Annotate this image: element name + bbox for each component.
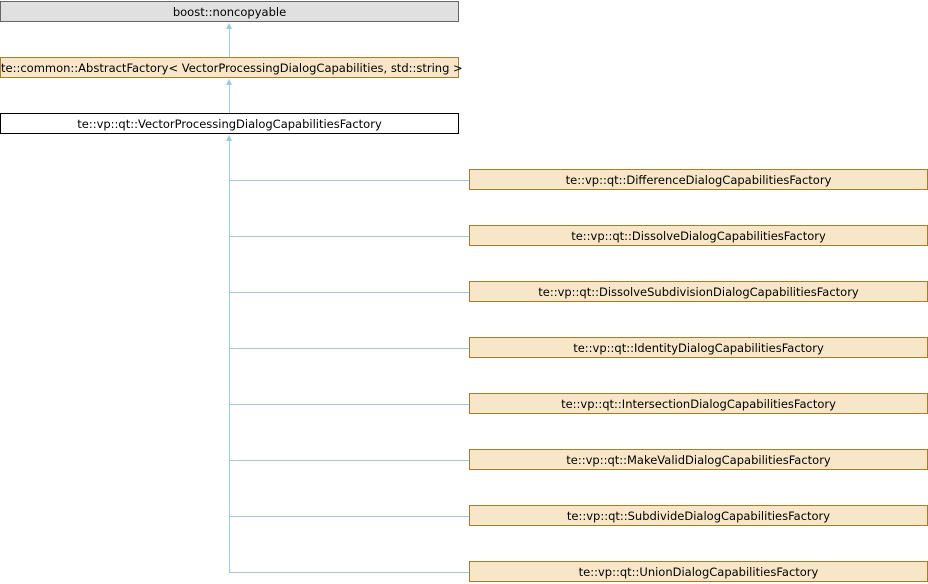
- inheritance-edge: [229, 404, 469, 405]
- inheritance-edge: [229, 28, 230, 57]
- arrow-head-icon: [226, 23, 232, 29]
- class-node-abstract-factory[interactable]: te::common::AbstractFactory< VectorProce…: [0, 57, 463, 78]
- inheritance-edge: [229, 180, 469, 181]
- class-node-derived[interactable]: te::vp::qt::MakeValidDialogCapabilitiesF…: [469, 449, 928, 470]
- class-node-derived[interactable]: te::vp::qt::IntersectionDialogCapabiliti…: [469, 393, 928, 414]
- class-node-derived[interactable]: te::vp::qt::DissolveSubdivisionDialogCap…: [469, 281, 928, 302]
- class-node-derived[interactable]: te::vp::qt::UnionDialogCapabilitiesFacto…: [469, 561, 928, 582]
- class-node-boost-noncopyable[interactable]: boost::noncopyable: [0, 1, 459, 22]
- inheritance-edge: [229, 572, 469, 573]
- inheritance-edge: [229, 292, 469, 293]
- inheritance-edge: [229, 84, 230, 113]
- arrow-head-icon: [226, 135, 232, 141]
- arrow-head-icon: [226, 79, 232, 85]
- inheritance-edge: [229, 236, 469, 237]
- class-node-derived[interactable]: te::vp::qt::DifferenceDialogCapabilities…: [469, 169, 928, 190]
- inheritance-edge: [229, 460, 469, 461]
- class-node-current: te::vp::qt::VectorProcessingDialogCapabi…: [0, 113, 459, 134]
- class-node-derived[interactable]: te::vp::qt::SubdivideDialogCapabilitiesF…: [469, 505, 928, 526]
- inheritance-trunk: [229, 140, 230, 573]
- inheritance-edge: [229, 348, 469, 349]
- class-node-derived[interactable]: te::vp::qt::IdentityDialogCapabilitiesFa…: [469, 337, 928, 358]
- class-node-derived[interactable]: te::vp::qt::DissolveDialogCapabilitiesFa…: [469, 225, 928, 246]
- inheritance-edge: [229, 516, 469, 517]
